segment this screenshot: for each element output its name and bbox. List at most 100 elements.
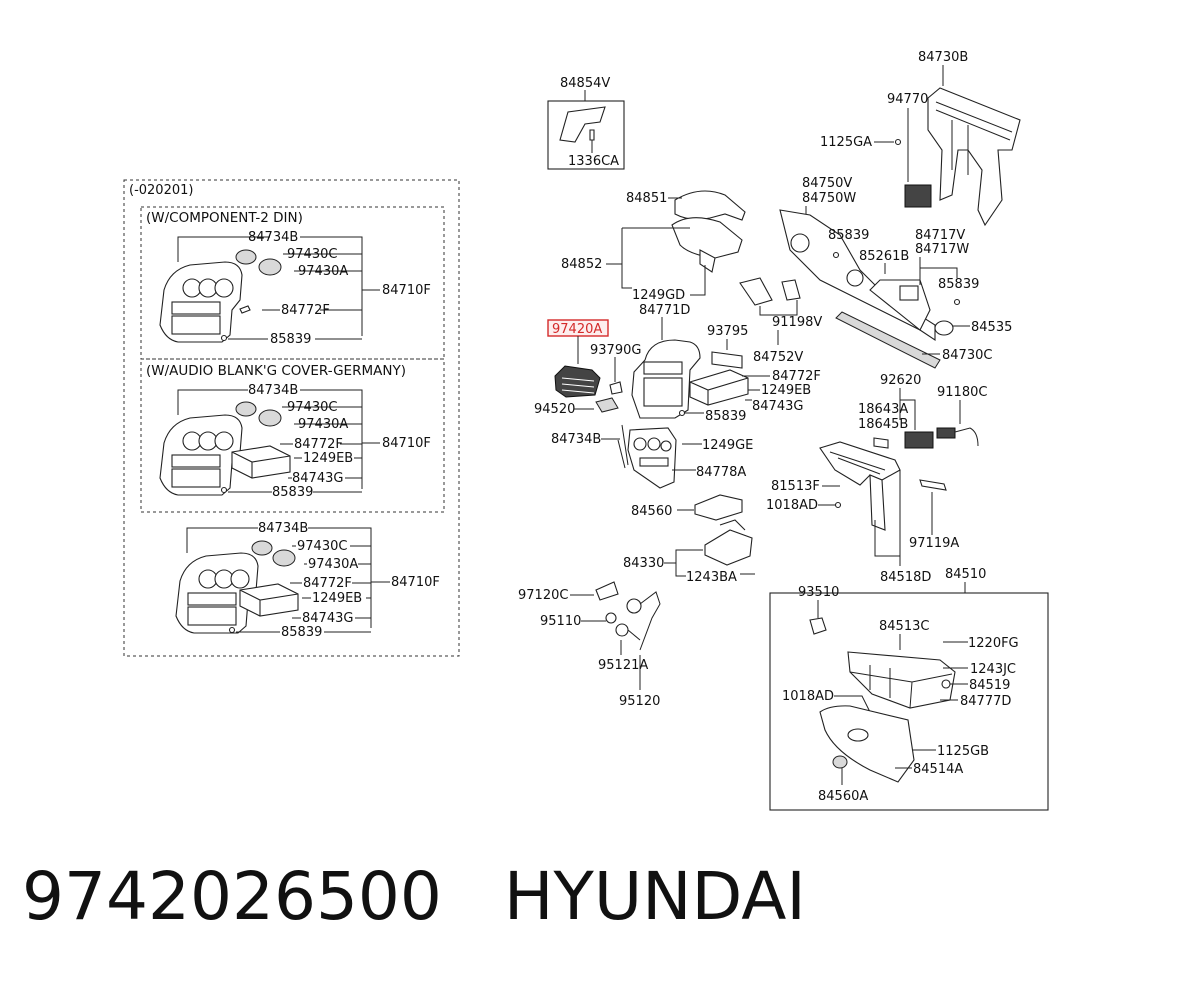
- label-section3-84743G: 84743G: [302, 611, 353, 626]
- brand-name: HYUNDAI: [503, 858, 806, 935]
- side-bracket-drawing: [819, 441, 901, 531]
- center-panel-drawing: [159, 401, 291, 496]
- label-18645B: 18645B: [858, 417, 908, 432]
- label-section1-85839: 85839: [270, 332, 311, 347]
- label-section2-97430C: 97430C: [287, 400, 337, 415]
- label-84330: 84330: [623, 556, 664, 571]
- label-85261B: 85261B: [859, 249, 909, 264]
- label-84852: 84852: [561, 257, 602, 272]
- label-95121A: 95121A: [598, 658, 648, 673]
- label-1243JC: 1243JC: [970, 662, 1016, 677]
- label-section3-97430C: 97430C: [297, 539, 347, 554]
- label-84514A: 84514A: [913, 762, 963, 777]
- label-section2-84710F: 84710F: [382, 436, 431, 451]
- cigar-lighter-drawing: [605, 591, 661, 651]
- label-94520: 94520: [534, 402, 575, 417]
- label-91180C: 91180C: [937, 385, 987, 400]
- label-1249EB: 1249EB: [761, 383, 811, 398]
- label-1018AD-upper: 1018AD: [766, 498, 818, 513]
- label-84518D: 84518D: [880, 570, 931, 585]
- label-section1-97430A: 97430A: [298, 264, 348, 279]
- center-panel-drawing: [159, 249, 282, 343]
- label-84510: 84510: [945, 567, 986, 582]
- footer: 9742026500 HYUNDAI: [22, 858, 806, 935]
- label-84560: 84560: [631, 504, 672, 519]
- variant-box: (-020201) (W/COMPONENT-2 DIN) 84734B 974…: [123, 179, 460, 657]
- label-93510: 93510: [798, 585, 839, 600]
- label-84752V: 84752V: [753, 350, 803, 365]
- label-1125GB: 1125GB: [937, 744, 989, 759]
- label-84717W: 84717W: [915, 242, 969, 257]
- ashtray-drawing: [704, 519, 753, 566]
- label-section3-97430A: 97430A: [308, 557, 358, 572]
- label-section2-84772F: 84772F: [294, 437, 343, 452]
- label-84560A: 84560A: [818, 789, 868, 804]
- label-84854V: 84854V: [560, 76, 610, 91]
- variant-section-3: 84734B 97430C 97430A 84772F 84710F 1249E…: [175, 521, 440, 640]
- variant-section-1: (W/COMPONENT-2 DIN) 84734B 97430C 97430A…: [140, 206, 445, 360]
- steering-column-cover-drawing: [671, 190, 746, 273]
- glove-box-housing-drawing: [847, 651, 956, 709]
- label-84730C: 84730C: [942, 348, 992, 363]
- part-number: 9742026500: [22, 858, 442, 935]
- part-box-84510: [769, 592, 1049, 811]
- label-85839-right: 85839: [938, 277, 979, 292]
- label-section3-84772F: 84772F: [303, 576, 352, 591]
- label-section3-84710F: 84710F: [391, 575, 440, 590]
- part-box-84854V: [547, 100, 625, 170]
- label-1220FG: 1220FG: [968, 636, 1019, 651]
- label-95120: 95120: [619, 694, 660, 709]
- section-2-title: (W/AUDIO BLANK'G COVER-GERMANY): [146, 363, 406, 379]
- label-1249GD: 1249GD: [632, 288, 685, 303]
- label-section2-85839: 85839: [272, 485, 313, 500]
- label-84513C: 84513C: [879, 619, 929, 634]
- lower-panel-drawing: [779, 209, 936, 342]
- label-81513F: 81513F: [771, 479, 820, 494]
- label-1336CA: 1336CA: [568, 154, 619, 169]
- label-1018AD-lower: 1018AD: [782, 689, 834, 704]
- audio-housing-drawing: [617, 424, 677, 489]
- label-84734B: 84734B: [551, 432, 601, 447]
- label-95110: 95110: [540, 614, 581, 629]
- variant-section-2: (W/AUDIO BLANK'G COVER-GERMANY) 84734B 9…: [140, 358, 445, 513]
- label-84778A: 84778A: [696, 465, 746, 480]
- label-section1-97430C: 97430C: [287, 247, 337, 262]
- label-97420A: 97420A: [552, 322, 602, 337]
- label-18643A: 18643A: [858, 402, 908, 417]
- label-section1-84772F: 84772F: [281, 303, 330, 318]
- label-84772F: 84772F: [772, 369, 821, 384]
- label-section3-85839: 85839: [281, 625, 322, 640]
- label-section2-1249EB: 1249EB: [303, 451, 353, 466]
- label-section2-84743G: 84743G: [292, 471, 343, 486]
- label-97120C: 97120C: [518, 588, 568, 603]
- variant-outer-box: [123, 179, 460, 657]
- label-84743G: 84743G: [752, 399, 803, 414]
- label-91198V: 91198V: [772, 315, 822, 330]
- label-84777D: 84777D: [960, 694, 1011, 709]
- center-panel-drawing: [175, 540, 299, 634]
- label-85839-center: 85839: [705, 409, 746, 424]
- label-1249GE: 1249GE: [702, 438, 753, 453]
- label-section2-97430A: 97430A: [298, 417, 348, 432]
- label-84717V: 84717V: [915, 228, 965, 243]
- label-94770: 94770: [887, 92, 928, 107]
- label-92620: 92620: [880, 373, 921, 388]
- label-84750W: 84750W: [802, 191, 856, 206]
- label-1125GA: 1125GA: [820, 135, 872, 150]
- label-section3-1249EB: 1249EB: [312, 591, 362, 606]
- center-parts-group: 84854V 1336CA 84851 84852 1249GD 84771D …: [518, 76, 821, 709]
- section-1-title: (W/COMPONENT-2 DIN): [146, 210, 303, 226]
- label-section2-84734B: 84734B: [248, 383, 298, 398]
- section-2-box: [140, 358, 445, 513]
- label-84851: 84851: [626, 191, 667, 206]
- label-97119A: 97119A: [909, 536, 959, 551]
- bracket-drawing: [904, 87, 1021, 227]
- label-84771D: 84771D: [639, 303, 690, 318]
- center-fascia-drawing: [631, 339, 701, 419]
- right-parts-group: 84730B 94770 1125GA 84750V 84750W 85839 …: [739, 50, 1049, 811]
- label-93790G: 93790G: [590, 343, 641, 358]
- label-84519: 84519: [969, 678, 1010, 693]
- glove-box-door-drawing: [819, 705, 915, 783]
- label-section1-84734B: 84734B: [248, 230, 298, 245]
